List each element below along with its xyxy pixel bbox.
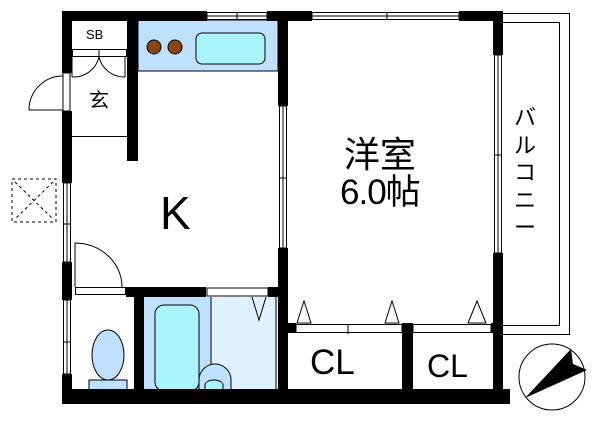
closet-1-label: CL	[310, 343, 355, 382]
closet-2-label: CL	[427, 348, 468, 384]
balcony-char: ー	[513, 216, 536, 241]
toilet-icon	[88, 329, 128, 393]
shoe-box	[71, 49, 127, 137]
balcony-char: コ	[513, 161, 536, 186]
entrance-door	[28, 72, 71, 112]
walls	[62, 11, 510, 404]
toilet-door	[74, 242, 126, 295]
bathtub-icon	[154, 304, 200, 392]
bathroom	[144, 296, 277, 392]
sink-icon	[195, 32, 266, 65]
kitchen-label: K	[160, 187, 191, 239]
stove-burner-icon	[146, 39, 162, 55]
kitchen-counter	[137, 19, 279, 72]
entrance-label: 玄	[89, 88, 109, 112]
balcony-char: バ	[513, 106, 536, 131]
western-room-label: 洋室 6.0帖	[340, 135, 421, 212]
balcony-char: ニ	[513, 188, 536, 214]
windows	[63, 12, 502, 375]
closet-doors	[295, 299, 492, 334]
balcony-label: バ ル コ ニ ー	[512, 105, 538, 243]
western-room-name: 洋室	[343, 135, 416, 176]
western-room-size: 6.0帖	[340, 172, 421, 212]
outdoor-unit	[11, 178, 57, 223]
bath-door	[206, 287, 269, 297]
door-swing-icon	[251, 296, 267, 322]
balcony-char: ル	[513, 133, 536, 159]
shoe-box-label: SB	[86, 27, 104, 42]
north-arrow-icon	[518, 343, 587, 411]
stove-burner-icon	[167, 39, 183, 55]
